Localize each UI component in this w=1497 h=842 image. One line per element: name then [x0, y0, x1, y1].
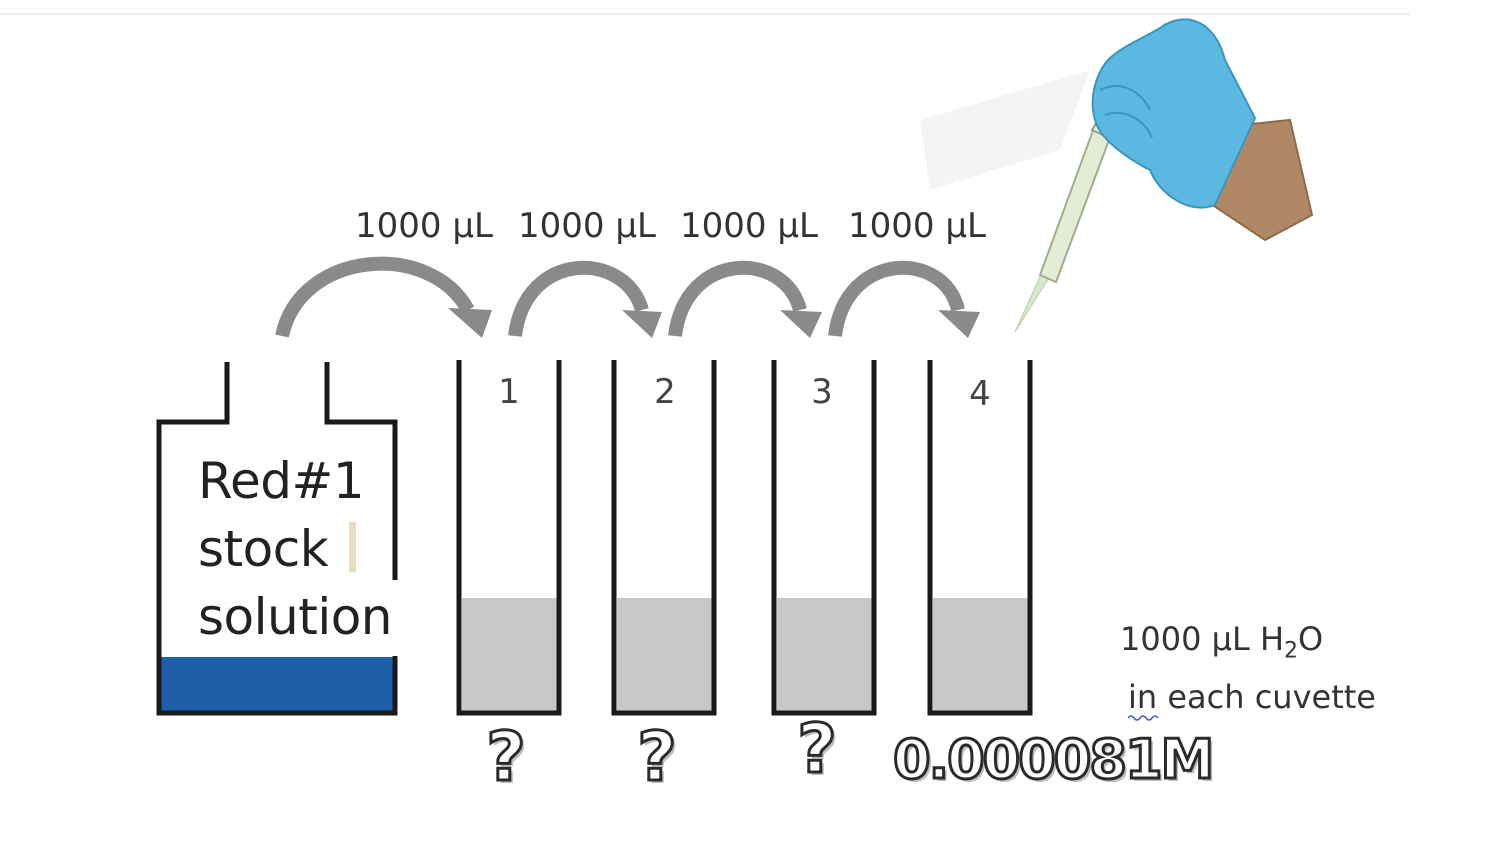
- curved-arrow-icon: [275, 256, 475, 338]
- cuvette-1-concentration: ?: [485, 717, 527, 799]
- arrow-head: [780, 310, 822, 338]
- cuvette-3-number: 3: [811, 372, 833, 412]
- cuvette-4-liquid: [933, 598, 1028, 712]
- stock-bottle-outline: [156, 362, 398, 716]
- cuvette-3-outline: [771, 360, 877, 716]
- cuvette-3-concentration: ?: [796, 709, 838, 791]
- transfer-label-1: 1000 μL: [355, 206, 493, 246]
- transfer-label-4: 1000 μL: [848, 206, 986, 246]
- gloved-hand-icon: [1091, 18, 1314, 242]
- cuvette-2-number: 2: [654, 372, 676, 412]
- cuvette-4-outline: [927, 360, 1033, 716]
- cuvette-2-liquid: [617, 598, 712, 712]
- water-note-line-1: 1000 μL H2O: [1120, 620, 1323, 663]
- arrow-head: [448, 308, 492, 338]
- cuvette-4: [927, 360, 1033, 716]
- cuvette-3-liquid: [777, 598, 872, 712]
- spellcheck-squiggle: [1128, 715, 1159, 721]
- cuvette-1-liquid: [462, 598, 557, 712]
- cuvette-1-number: 1: [498, 372, 520, 412]
- water-note-subscript: 2: [1284, 638, 1299, 664]
- curved-arrow-icon: [508, 260, 649, 338]
- cuvette-3: [771, 360, 877, 716]
- cuvette-1-outline: [456, 360, 562, 716]
- arrow-head: [938, 310, 980, 338]
- stock-label-line-2: stock: [198, 520, 329, 578]
- stock-liquid: [160, 657, 395, 713]
- arrow-head: [622, 310, 662, 338]
- cuvette-4-number: 4: [969, 374, 991, 414]
- cuvette-4-concentration: 0.000081M: [891, 727, 1215, 793]
- water-note-suffix: O: [1298, 620, 1324, 658]
- curved-arrow-icon: [668, 260, 807, 338]
- cuvette-1: [456, 360, 562, 716]
- stock-label-line-3: solution: [198, 588, 393, 646]
- stock-label-line-1: Red#1: [198, 452, 365, 510]
- cuvette-2-outline: [611, 360, 717, 716]
- curved-arrow-icon: [828, 260, 965, 338]
- text-cursor-mark: [349, 522, 356, 572]
- cuvette-2: [611, 360, 717, 716]
- water-note-prefix: 1000 μL H: [1120, 620, 1285, 658]
- transfer-label-2: 1000 μL: [518, 206, 656, 246]
- cuvette-2-concentration: ?: [636, 717, 678, 799]
- transfer-label-3: 1000 μL: [680, 206, 818, 246]
- water-note-line-2: in each cuvette: [1128, 678, 1376, 716]
- stock-label-backdrop: [190, 580, 398, 656]
- stock-bottle: [156, 362, 398, 716]
